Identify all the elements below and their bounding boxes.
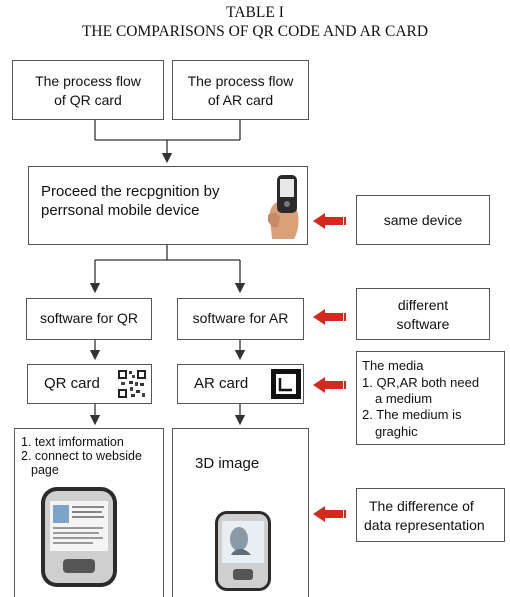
software-qr-label: software for QR: [39, 310, 139, 326]
note-data-representation: The difference of data representation: [356, 488, 505, 542]
note-same-device: same device: [356, 195, 490, 245]
software-qr-box: software for QR: [26, 298, 152, 340]
ar-result-label: 3D image: [195, 455, 260, 472]
note-different-software-line1: different: [397, 297, 449, 313]
note-media-line4: 2. The medium is: [362, 407, 462, 422]
qr-header-box: The process flow of QR card: [12, 60, 164, 120]
ar-header-line1: The process flow: [187, 73, 294, 89]
qr-result-line2: 2. connect to webside: [21, 449, 142, 463]
qr-header-line2: of QR card: [54, 92, 122, 108]
qr-result-box: 1. text imformation 2. connect to websid…: [14, 428, 164, 597]
red-arrow-icon: [313, 213, 346, 229]
qr-header-line1: The process flow: [35, 73, 141, 89]
note-media-line3: a medium: [375, 391, 433, 406]
table-number: TABLE I: [226, 4, 284, 21]
ar-result-box: 3D image: [172, 428, 309, 597]
note-media-line2: 1. QR,AR both need: [362, 375, 480, 390]
note-same-device-label: same device: [383, 212, 463, 228]
software-ar-label: software for AR: [192, 310, 289, 326]
software-ar-box: software for AR: [177, 298, 304, 340]
recognition-line2: perrsonal mobile device: [41, 202, 200, 219]
qr-code-icon: [117, 369, 147, 399]
note-different-software-line2: software: [396, 316, 450, 332]
recognition-box: Proceed the recpgnition by perrsonal mob…: [28, 166, 308, 245]
note-data-representation-line2: data representation: [364, 517, 485, 533]
note-media: The media 1. QR,AR both need a medium 2.…: [356, 351, 505, 445]
smartphone-text-icon: [41, 487, 117, 587]
red-arrow-icon: [313, 506, 346, 522]
red-arrow-icon: [313, 377, 346, 393]
note-different-software: different software: [356, 288, 490, 340]
qr-card-box: QR card: [27, 364, 152, 404]
qr-result-line3: page: [31, 463, 59, 477]
ar-card-box: AR card: [177, 364, 304, 404]
note-media-line5: graghic: [375, 424, 418, 439]
ar-marker-icon: [271, 369, 301, 399]
qr-result-line1: 1. text imformation: [21, 435, 124, 449]
hand-phone-icon: [268, 175, 299, 239]
ar-card-label: AR card: [194, 375, 249, 392]
ar-header-line2: of AR card: [207, 92, 274, 108]
qr-card-label: QR card: [44, 375, 100, 392]
recognition-line1: Proceed the recpgnition by: [41, 183, 220, 200]
red-arrow-icon: [313, 309, 346, 325]
smartphone-3d-icon: [215, 511, 271, 591]
ar-header-box: The process flow of AR card: [172, 60, 309, 120]
note-data-representation-line1: The difference of: [369, 498, 474, 514]
table-title: THE COMPARISONS OF QR CODE AND AR CARD: [81, 23, 429, 40]
note-media-line1: The media: [362, 358, 424, 373]
